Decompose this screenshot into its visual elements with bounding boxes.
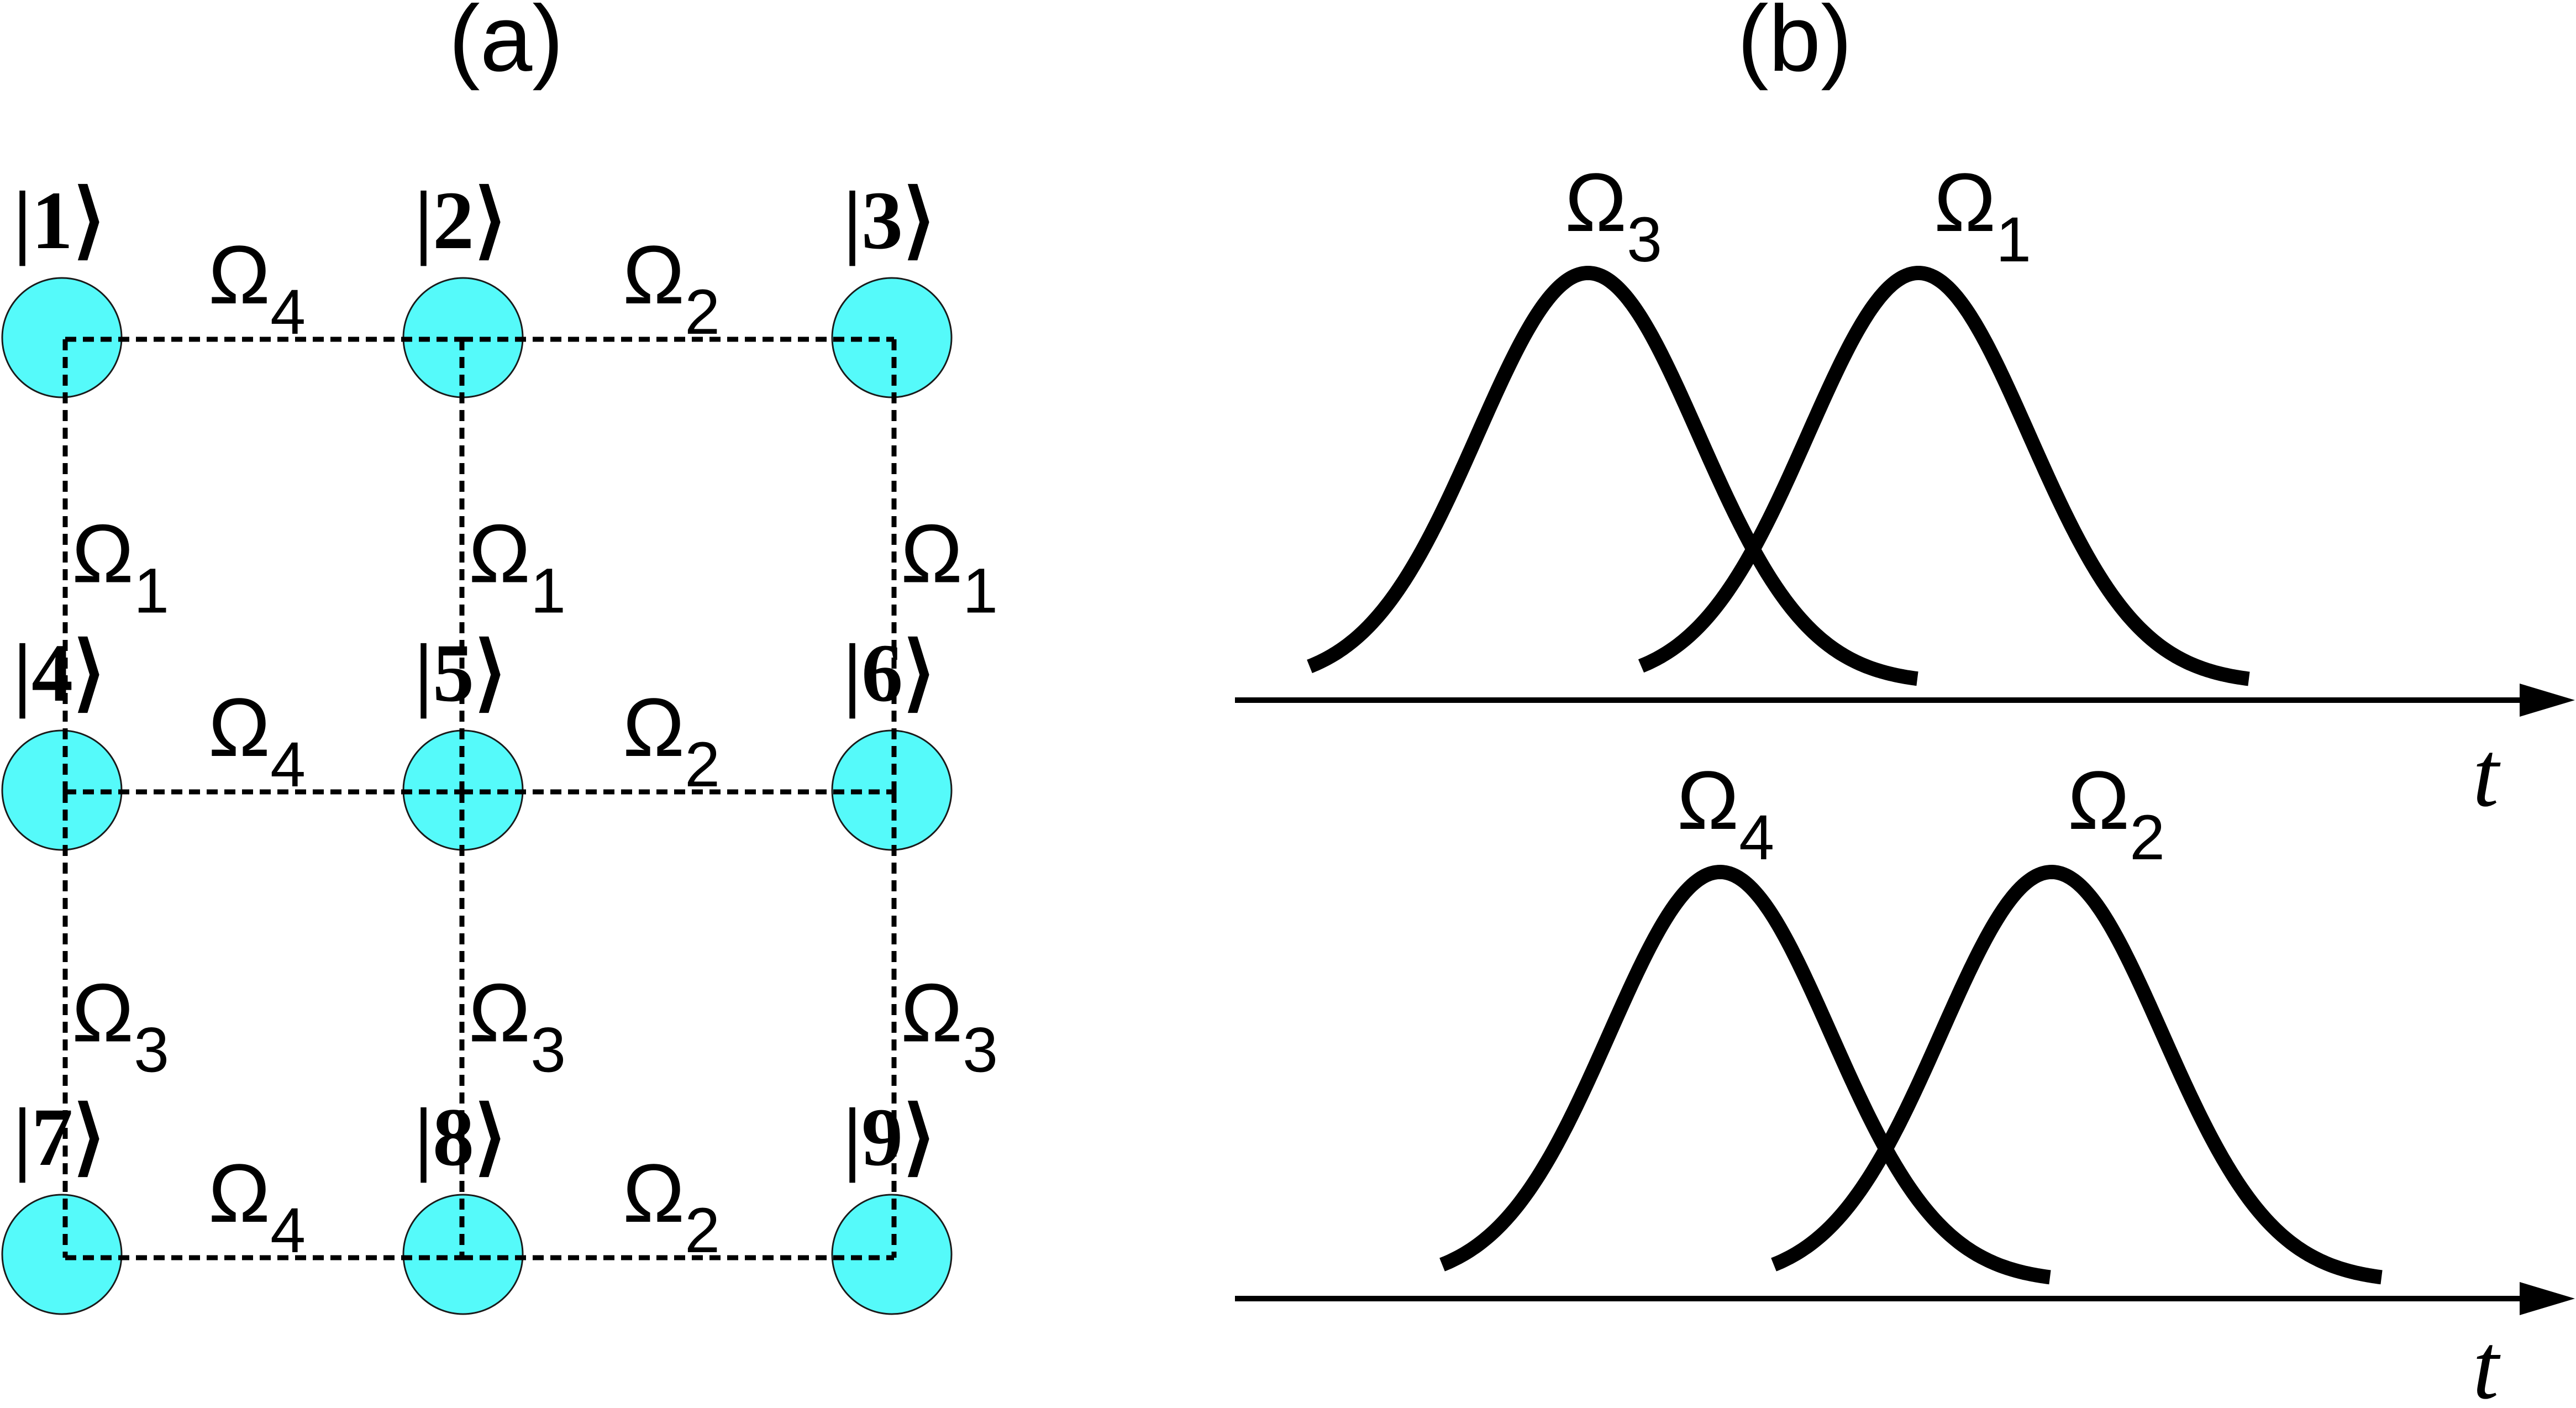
coupling-label-6-9: Ω3 <box>901 966 998 1086</box>
state-ket-5: |5⟩ <box>414 627 507 719</box>
panel-b-label: (b) <box>1737 0 1852 91</box>
state-labels: |1⟩ |2⟩ |3⟩ |4⟩ |5⟩ |6⟩ |7⟩ |8⟩ |9⟩ <box>13 175 935 1183</box>
coupling-label-1-4: Ω1 <box>72 507 169 627</box>
time-axis-label: t <box>2473 722 2501 826</box>
coupling-label-3-6: Ω1 <box>901 507 998 627</box>
pulse-omega-1 <box>1636 266 2254 686</box>
pulse-label-omega-2: Ω2 <box>2068 754 2165 873</box>
pulse-omega-4 <box>1437 865 2055 1285</box>
coupling-label-5-8: Ω3 <box>469 966 566 1086</box>
time-axis-arrowhead <box>2520 684 2575 717</box>
state-ket-1: |1⟩ <box>13 175 106 266</box>
pulse-label-omega-3: Ω3 <box>1565 156 1662 275</box>
state-ket-8: |8⟩ <box>414 1091 507 1183</box>
coupling-label-4-7: Ω3 <box>72 966 169 1086</box>
coupling-label-1-2: Ω4 <box>208 228 306 348</box>
coupling-label-2-3: Ω2 <box>623 228 720 348</box>
coupling-label-7-8: Ω4 <box>208 1147 306 1266</box>
state-ket-7: |7⟩ <box>13 1091 106 1183</box>
state-ket-4: |4⟩ <box>13 627 106 719</box>
coupling-label-5-6: Ω2 <box>623 681 720 800</box>
state-ket-2: |2⟩ <box>414 175 507 266</box>
pulse-omega-2 <box>1769 865 2386 1285</box>
time-axis-arrowhead <box>2520 1282 2575 1315</box>
pulse-plot-top: t Ω3 Ω1 <box>1235 156 2575 826</box>
coupling-label-4-5: Ω4 <box>208 681 306 800</box>
state-ket-9: |9⟩ <box>843 1091 935 1183</box>
state-node-7 <box>1 1194 123 1315</box>
time-axis-label: t <box>2473 1315 2501 1408</box>
pulse-label-omega-1: Ω1 <box>1934 156 2031 275</box>
state-nodes <box>1 277 953 1315</box>
pulse-omega-3 <box>1305 266 1922 686</box>
coupling-lines <box>62 337 897 1260</box>
panel-b-pulse-sequence: t Ω3 Ω1 t Ω4 Ω2 <box>1235 156 2575 1408</box>
coupling-label-8-9: Ω2 <box>623 1147 720 1266</box>
coupling-label-2-5: Ω1 <box>469 507 566 627</box>
pulse-label-omega-4: Ω4 <box>1677 754 1774 873</box>
state-ket-3: |3⟩ <box>843 175 935 266</box>
pulse-plot-bottom: t Ω4 Ω2 <box>1235 754 2575 1408</box>
state-ket-6: |6⟩ <box>843 627 935 719</box>
panel-a-label: (a) <box>449 0 564 91</box>
